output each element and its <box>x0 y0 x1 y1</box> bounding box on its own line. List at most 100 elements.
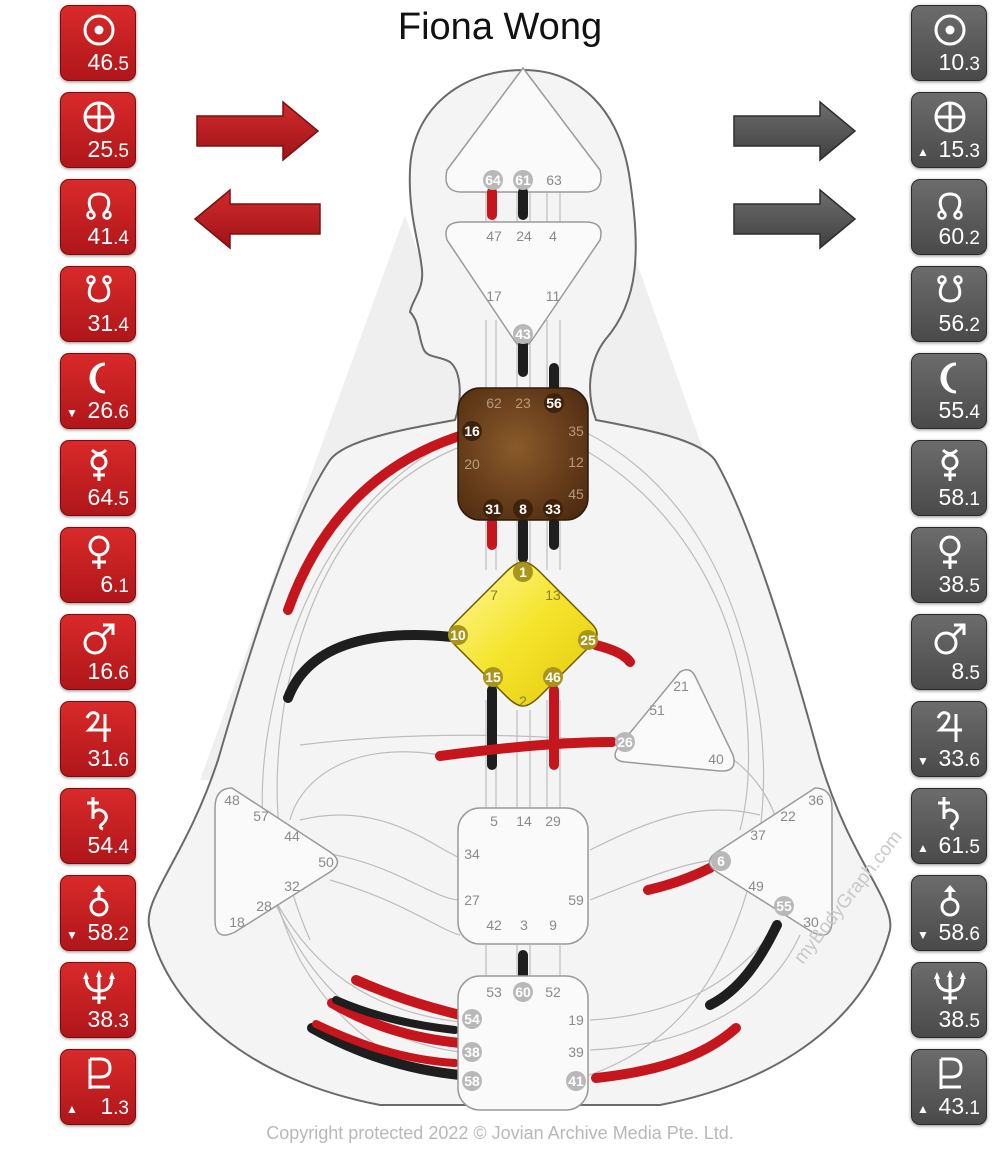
north-node-icon <box>937 192 963 220</box>
line-number: .1 <box>964 489 980 510</box>
svg-text:49: 49 <box>748 878 764 894</box>
line-number: .2 <box>964 315 980 336</box>
gate-number: 26 <box>87 397 114 423</box>
svg-text:21: 21 <box>673 678 689 694</box>
personality-mars-tile[interactable]: 8.5 <box>911 614 987 690</box>
uranus-icon <box>89 885 109 917</box>
design-saturn-tile[interactable]: 54.4 <box>60 788 136 864</box>
up-arrow-icon: ▲ <box>917 1102 929 1116</box>
sun-icon <box>83 14 115 46</box>
svg-text:63: 63 <box>546 172 562 188</box>
svg-text:28: 28 <box>256 898 272 914</box>
sun-icon <box>934 14 966 46</box>
design-mars-tile[interactable]: 16.6 <box>60 614 136 690</box>
line-number: .3 <box>113 1011 129 1032</box>
svg-text:38: 38 <box>464 1044 480 1060</box>
line-number: .4 <box>113 228 129 249</box>
mercury-icon <box>941 448 959 481</box>
heart-center <box>614 669 735 772</box>
design-neptune-tile[interactable]: 38.3 <box>60 962 136 1038</box>
gate-number: 10 <box>938 49 965 75</box>
personality-moon-tile[interactable]: 55.4 <box>911 353 987 429</box>
svg-text:24: 24 <box>516 228 532 244</box>
saturn-icon <box>938 797 959 831</box>
line-number: .5 <box>113 54 129 75</box>
gate-number: 46 <box>87 49 114 75</box>
svg-text:13: 13 <box>545 587 561 603</box>
svg-text:42: 42 <box>486 917 502 933</box>
mars-icon <box>934 623 966 655</box>
design-uranus-tile[interactable]: ▼ 58.2 <box>60 875 136 951</box>
solar-plexus-center <box>708 787 833 936</box>
design-earth-tile[interactable]: 25.5 <box>60 92 136 168</box>
design-south-node-tile[interactable]: 31.4 <box>60 266 136 342</box>
moon-icon <box>940 362 957 394</box>
south-node-icon <box>937 275 963 303</box>
venus-icon <box>88 535 110 569</box>
svg-text:41: 41 <box>568 1073 584 1089</box>
svg-text:45: 45 <box>568 486 584 502</box>
pluto-icon <box>939 1057 963 1089</box>
gate-line-value: 31.4 <box>88 310 129 337</box>
line-number: .2 <box>113 924 129 945</box>
personality-jupiter-tile[interactable]: ▼33.6 <box>911 701 987 777</box>
svg-text:53: 53 <box>486 984 502 1000</box>
line-number: .1 <box>964 1098 980 1119</box>
gate-line-value: 43.1 <box>939 1093 980 1120</box>
earth-icon <box>934 101 966 133</box>
gate-number: 58 <box>938 484 965 510</box>
gate-line-value: 10.3 <box>939 49 980 76</box>
svg-text:19: 19 <box>568 1012 584 1028</box>
gate-line-value: 60.2 <box>939 223 980 250</box>
up-arrow-icon: ▲ <box>66 1102 78 1116</box>
svg-text:10: 10 <box>450 627 466 643</box>
mars-icon <box>83 623 115 655</box>
personality-uranus-tile[interactable]: ▼58.6 <box>911 875 987 951</box>
svg-text:32: 32 <box>284 878 300 894</box>
gate-number: 15 <box>938 136 965 162</box>
line-number: .3 <box>964 141 980 162</box>
personality-saturn-tile[interactable]: ▲61.5 <box>911 788 987 864</box>
gate-number: 38 <box>938 1006 965 1032</box>
svg-text:55: 55 <box>776 898 792 914</box>
mercury-icon <box>90 448 108 481</box>
design-sun-tile[interactable]: 46.5 <box>60 5 136 81</box>
personality-pluto-tile[interactable]: ▲ 43.1 <box>911 1049 987 1125</box>
gate-number: 38 <box>87 1006 114 1032</box>
personality-earth-tile[interactable]: ▲ 15.3 <box>911 92 987 168</box>
line-number: .3 <box>964 54 980 75</box>
copyright-notice: Copyright protected 2022 © Jovian Archiv… <box>266 1123 734 1143</box>
design-mercury-tile[interactable]: 64.5 <box>60 440 136 516</box>
svg-text:43: 43 <box>515 326 531 342</box>
design-north-node-tile[interactable]: 41.4 <box>60 179 136 255</box>
gate-number: 1 <box>100 1093 114 1119</box>
personality-sun-tile[interactable]: 10.3 <box>911 5 987 81</box>
svg-text:17: 17 <box>486 288 502 304</box>
svg-text:54: 54 <box>464 1011 480 1027</box>
svg-text:33: 33 <box>545 501 561 517</box>
svg-text:5: 5 <box>490 813 498 829</box>
design-venus-tile[interactable]: 6.1 <box>60 527 136 603</box>
personality-neptune-tile[interactable]: 38.5 <box>911 962 987 1038</box>
gate-number: 38 <box>938 571 965 597</box>
personality-north-node-tile[interactable]: 60.2 <box>911 179 987 255</box>
design-pluto-tile[interactable]: ▲1.3 <box>60 1049 136 1125</box>
design-jupiter-tile[interactable]: 31.6 <box>60 701 136 777</box>
gate-line-value: 58.2 <box>88 919 129 946</box>
svg-text:34: 34 <box>464 846 480 862</box>
personality-venus-tile[interactable]: 38.5 <box>911 527 987 603</box>
svg-text:44: 44 <box>284 828 300 844</box>
down-arrow-icon: ▼ <box>66 928 78 942</box>
personality-south-node-tile[interactable]: 56.2 <box>911 266 987 342</box>
gate-line-value: 16.6 <box>88 658 129 685</box>
gate-line-value: 56.2 <box>939 310 980 337</box>
svg-text:52: 52 <box>545 984 561 1000</box>
svg-text:57: 57 <box>253 808 269 824</box>
up-arrow-icon: ▲ <box>917 145 929 159</box>
personality-mercury-tile[interactable]: 58.1 <box>911 440 987 516</box>
line-number: .5 <box>113 141 129 162</box>
gate-number: 64 <box>87 484 114 510</box>
gate-line-value: 55.4 <box>939 397 980 424</box>
design-moon-tile[interactable]: ▼26.6 <box>60 353 136 429</box>
gate-number: 31 <box>87 310 114 336</box>
